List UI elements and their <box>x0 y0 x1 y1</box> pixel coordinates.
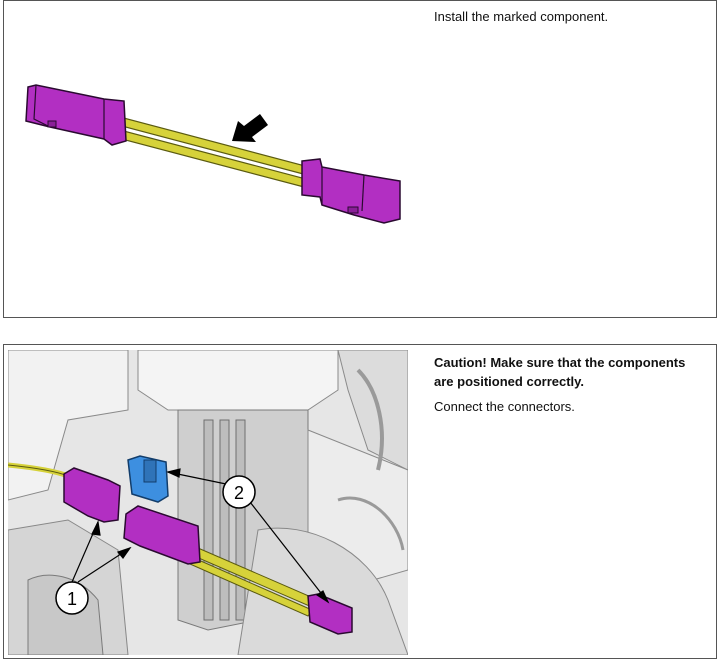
caution-note: Caution! Make sure that the components a… <box>434 355 686 389</box>
svg-text:1: 1 <box>67 589 77 609</box>
step-1-instruction: Install the marked component. <box>434 9 609 24</box>
step-2-text: Caution! Make sure that the components a… <box>434 353 708 416</box>
step-1-panel: Install the marked component. <box>3 0 717 318</box>
connector-clip <box>127 455 169 503</box>
connector-middle <box>123 505 201 565</box>
connector-upper-left <box>63 467 121 523</box>
step-1-illustration <box>4 1 424 317</box>
step-1-text: Install the marked component. <box>434 7 708 26</box>
wire-harness <box>113 116 310 188</box>
callout-lines <box>71 468 330 604</box>
marker-arrow <box>232 114 268 142</box>
step-2-panel: 1 2 Caution! Make sure that the componen… <box>3 344 717 659</box>
right-connector <box>301 158 401 224</box>
left-connector <box>25 84 127 146</box>
svg-text:2: 2 <box>234 483 244 503</box>
callout-1: 1 <box>55 581 89 615</box>
callout-2: 2 <box>222 475 256 509</box>
step-2-illustration: 1 2 <box>7 349 409 656</box>
step-2-instruction: Connect the connectors. <box>434 399 575 414</box>
